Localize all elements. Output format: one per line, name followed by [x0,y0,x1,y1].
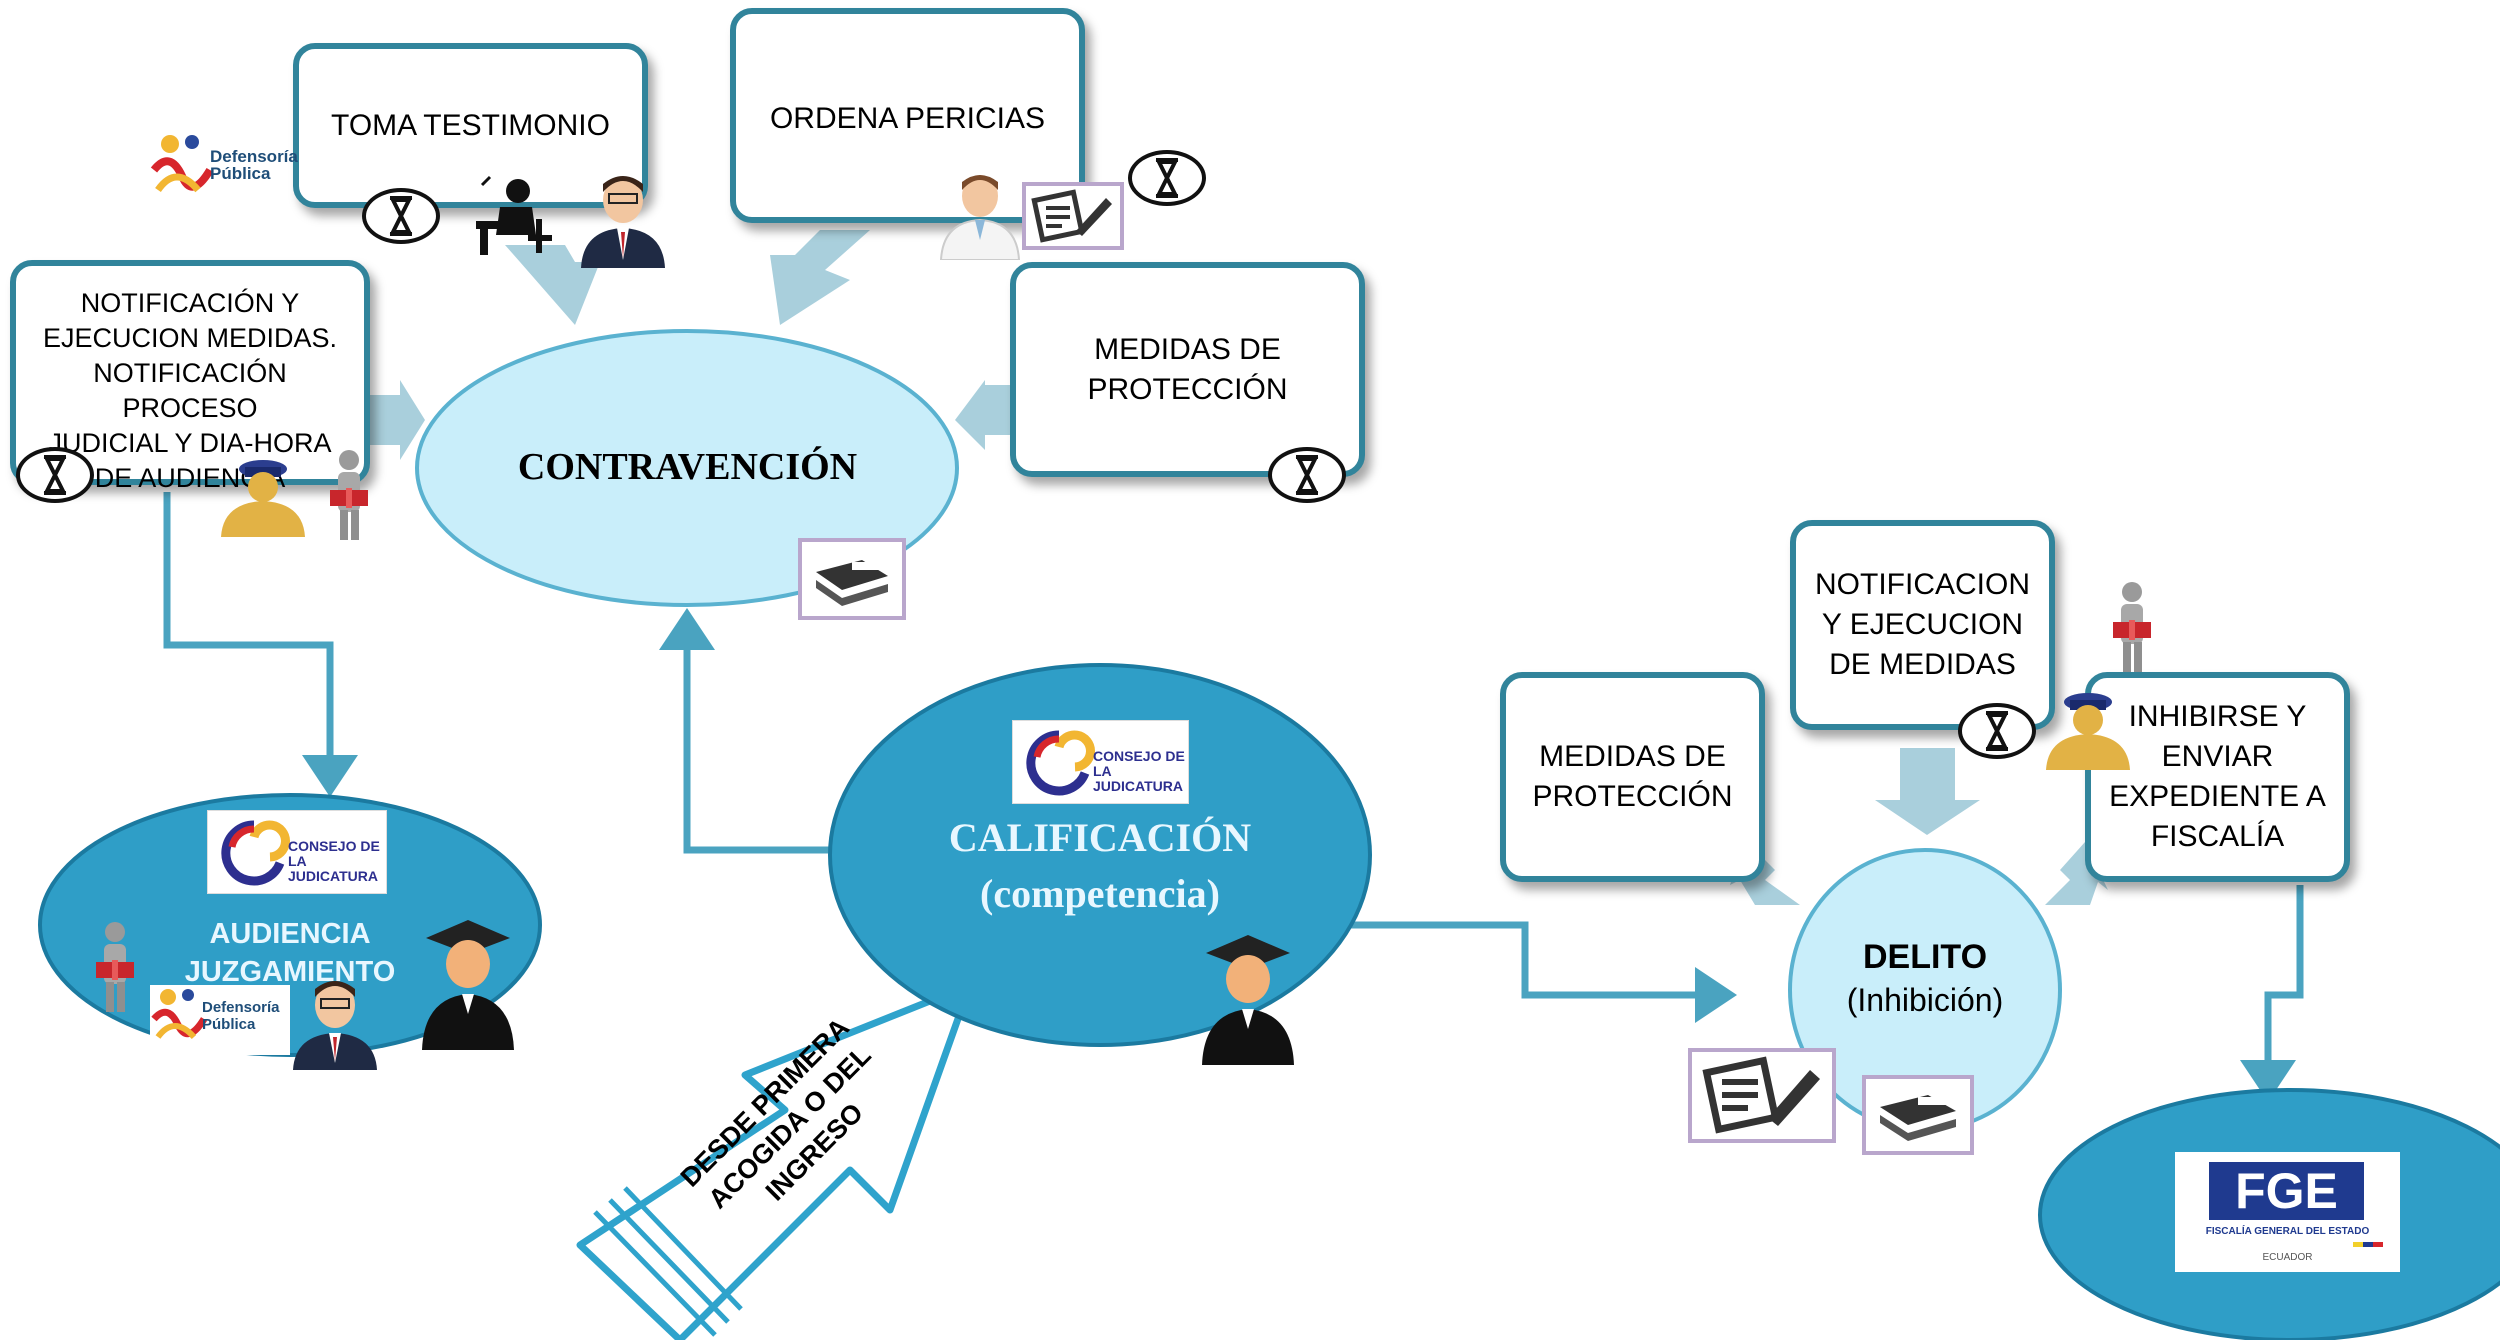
line-calificacion-to-contravencion [659,608,840,854]
notificacion-ejecucion-box: NOTIFICACIÓN Y EJECUCION MEDIDAS. NOTIFI… [10,260,370,493]
audiencia-label: AUDIENCIA JUZGAMIENTO [184,918,396,987]
calificacion-label: CALIFICACIÓN (competencia) [948,815,1252,916]
ordena-pericias-label: ORDENA PERICIAS [769,102,1046,135]
gift-person-icon [322,448,377,543]
sign-document-icon [1022,182,1124,250]
fge-subtitle: FISCALÍA GENERAL DEL ESTADO [2205,1226,2370,1237]
defensoria-logo: Defensoría Pública [150,985,290,1055]
consejo-judicatura-logo: CONSEJO DE LA JUDICATURA [1012,720,1189,804]
judge-icon [418,910,518,1050]
defensoria-logo: Defensoría Pública [148,130,298,210]
fge-name: FGE [2209,1162,2364,1220]
toma-testimonio-box: TOMA TESTIMONIO [293,43,648,208]
gavel-document-icon [798,538,906,620]
consejo-judicatura-logo: CONSEJO DE LA JUDICATURA [207,810,387,894]
medidas-proteccion-box-2: MEDIDAS DE PROTECCIÓN [1500,672,1765,882]
consejo-name: CONSEJO DE LA JUDICATURA [288,838,380,884]
gift-person-icon [2105,580,2160,675]
contravencion-ellipse [415,329,959,607]
desde-primera-arrow [576,981,974,1340]
line-inhibirse-to-fge [2240,885,2304,1102]
hourglass-icon [1128,150,1206,206]
gift-person-icon [88,920,143,1015]
police-officer-icon [2040,688,2135,770]
delito-subtitle: (Inhibición) [1846,982,2004,1018]
sign-document-icon [1688,1048,1836,1143]
arrow-pericias-to-contravencion [770,230,870,325]
arrow-notif2-to-delito [1875,748,1980,835]
consejo-name: CONSEJO DE LA JUDICATURA [1093,748,1185,794]
line-notif-to-audiencia [163,492,358,797]
defensoria-name: Defensoría Pública [210,147,298,183]
doctor-icon [935,170,1025,261]
hourglass-icon [362,188,440,244]
hourglass-icon [1958,703,2036,759]
person-desk-icon [470,175,560,255]
hourglass-icon [1268,447,1346,503]
fge-country: ECUADOR [2262,1252,2313,1263]
delito-title: DELITO [1862,938,1988,976]
notificacion-medidas-box: NOTIFICACION Y EJECUCION DE MEDIDAS [1790,520,2055,730]
contravencion-label: CONTRAVENCIÓN [517,446,858,488]
defensoria-name: Defensoría Pública [202,999,280,1033]
toma-testimonio-label: TOMA TESTIMONIO [331,108,610,142]
inhibirse-box: INHIBIRSE Y ENVIAR EXPEDIENTE A FISCALÍA [2085,672,2350,882]
medidas-proteccion-label-1: MEDIDAS DE PROTECCIÓN [1087,332,1288,406]
arrow-notif-to-contravencion [368,380,425,460]
police-officer-icon [215,455,310,537]
fge-logo: FGE FISCALÍA GENERAL DEL ESTADO ECUADOR [2175,1152,2400,1272]
inhibirse-label: INHIBIRSE Y ENVIAR EXPEDIENTE A FISCALÍA [2109,700,2326,853]
medidas-proteccion-box-1: MEDIDAS DE PROTECCIÓN [1010,262,1365,477]
arrow-medidas-to-contravencion [955,380,1010,450]
judge-icon [1198,925,1298,1065]
gavel-document-icon [1862,1075,1974,1155]
medidas-proteccion-label-2: MEDIDAS DE PROTECCIÓN [1532,740,1733,813]
notificacion-medidas-label: NOTIFICACION Y EJECUCION DE MEDIDAS [1815,568,2030,681]
person-suit-icon [573,170,673,268]
fge-flag-dots [2353,1242,2383,1247]
arrow-toma-to-contravencion [505,245,600,325]
line-calificacion-to-delito [1300,921,1737,1023]
hourglass-icon [16,447,94,503]
person-suit-icon [285,975,385,1070]
